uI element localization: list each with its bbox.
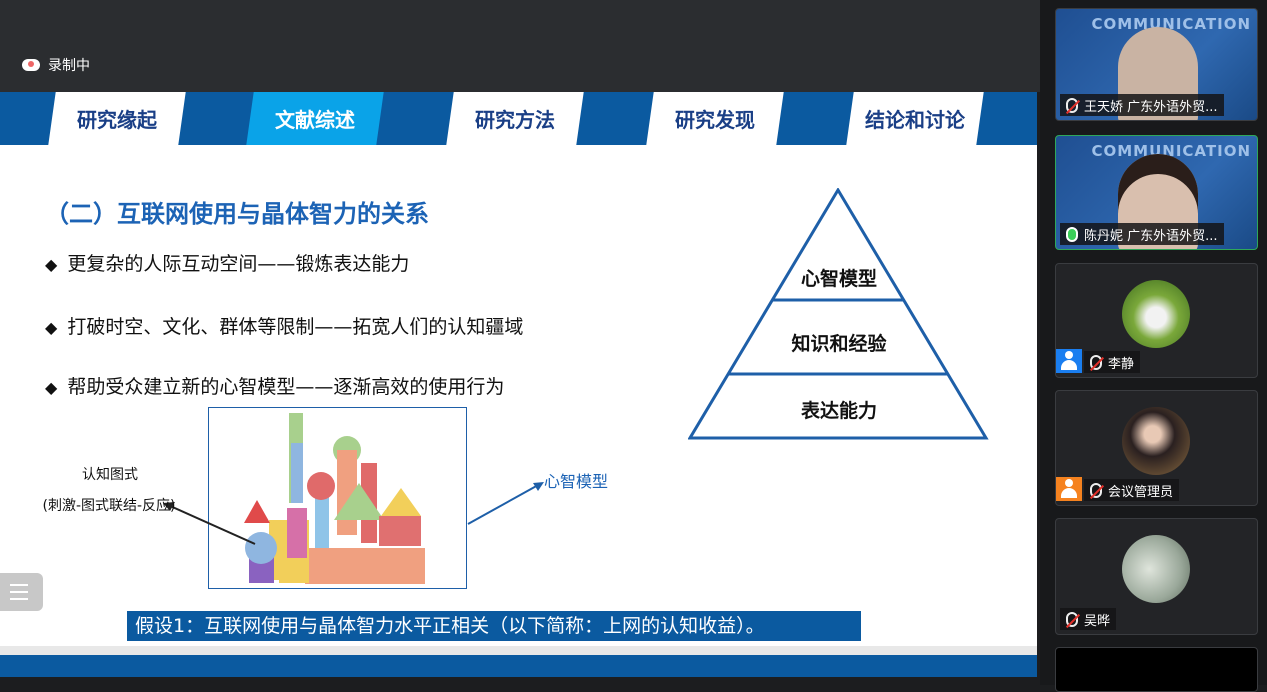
video-background-text: COMMUNICATION <box>1091 142 1251 160</box>
participant-name: 会议管理员 <box>1108 484 1174 500</box>
participant-nameplate: 李静 <box>1084 351 1141 373</box>
avatar <box>1122 407 1190 475</box>
participant-tile[interactable]: 李静 <box>1055 263 1258 378</box>
slide-footer-band <box>0 655 1037 677</box>
pyramid-level-middle: 知识和经验 <box>791 333 887 355</box>
schema-subtitle: (刺激-图式联结-反应) <box>42 498 176 514</box>
participant-tile-speaking[interactable]: COMMUNICATION 陈丹妮 广东外语外贸... <box>1055 135 1258 250</box>
avatar <box>1122 280 1190 348</box>
pyramid-level-top: 心智模型 <box>800 268 877 290</box>
diamond-icon: ◆ <box>45 378 58 397</box>
bullet-item: ◆ 更复杂的人际互动空间——锻炼表达能力 <box>45 249 409 276</box>
mental-model-label: 心智模型 <box>544 472 609 491</box>
participant-tile[interactable]: 吴晔 <box>1055 518 1258 635</box>
building-blocks-image <box>208 407 467 589</box>
video-background-text: COMMUNICATION <box>1091 15 1251 33</box>
top-bar: 录制中 <box>0 0 1040 92</box>
tab-label: 结论和讨论 <box>865 108 965 132</box>
participant-tile[interactable]: COMMUNICATION 王天娇 广东外语外贸... <box>1055 8 1258 121</box>
participant-name: 李静 <box>1108 356 1135 372</box>
diamond-icon: ◆ <box>45 318 58 337</box>
mic-muted-icon <box>1066 611 1078 627</box>
participant-nameplate: 王天娇 广东外语外贸... <box>1060 94 1224 116</box>
avatar <box>1122 535 1190 603</box>
participant-nameplate: 吴晔 <box>1060 608 1117 630</box>
mic-muted-icon <box>1066 97 1078 113</box>
schema-label: 认知图式 <box>82 467 138 483</box>
shared-slide: 研究缘起 文献综述 研究方法 研究发现 结论和讨论 （二）互联网使用与晶体智力的… <box>0 92 1037 677</box>
participant-nameplate: 会议管理员 <box>1084 479 1180 501</box>
recording-label: 录制中 <box>48 58 90 74</box>
bullet-item: ◆ 打破时空、文化、群体等限制——拓宽人们的认知疆域 <box>45 312 523 339</box>
slide-section-tabs: 研究缘起 文献综述 研究方法 研究发现 结论和讨论 <box>0 92 1037 145</box>
participant-tile[interactable] <box>1055 647 1258 692</box>
pyramid-diagram <box>688 188 989 440</box>
tab-label: 研究发现 <box>675 108 755 132</box>
tab-conclusion: 结论和讨论 <box>846 92 984 145</box>
mic-muted-icon <box>1090 482 1102 498</box>
bullet-text: 更复杂的人际互动空间——锻炼表达能力 <box>67 253 410 275</box>
recording-cloud-icon <box>22 59 40 71</box>
participant-name: 王天娇 广东外语外贸... <box>1084 99 1218 115</box>
mic-active-icon <box>1066 226 1078 242</box>
connector-arrows <box>163 482 544 545</box>
tab-research-findings: 研究发现 <box>646 92 784 145</box>
slide-heading: （二）互联网使用与晶体智力的关系 <box>45 200 429 228</box>
participant-nameplate: 陈丹妮 广东外语外贸... <box>1060 223 1224 245</box>
recording-indicator[interactable]: 录制中 <box>22 55 90 75</box>
mic-muted-icon <box>1090 354 1102 370</box>
participant-tile[interactable]: 会议管理员 <box>1055 390 1258 506</box>
hypothesis-banner: 假设1：互联网使用与晶体智力水平正相关（以下简称：上网的认知收益）。 <box>127 611 861 641</box>
bullet-item: ◆ 帮助受众建立新的心智模型——逐渐高效的使用行为 <box>45 372 504 399</box>
host-role-icon <box>1056 477 1082 501</box>
pyramid-level-bottom: 表达能力 <box>800 400 877 422</box>
bullet-text: 帮助受众建立新的心智模型——逐渐高效的使用行为 <box>67 376 505 398</box>
participant-name: 吴晔 <box>1084 613 1111 629</box>
user-role-icon <box>1056 349 1082 373</box>
bullet-text: 打破时空、文化、群体等限制——拓宽人们的认知疆域 <box>67 316 524 338</box>
participant-name: 陈丹妮 广东外语外贸... <box>1084 228 1218 244</box>
slide-list-menu-button[interactable] <box>0 573 43 611</box>
footer-divider <box>0 646 1037 655</box>
diamond-icon: ◆ <box>45 255 58 274</box>
building-blocks-illustration <box>244 413 425 584</box>
